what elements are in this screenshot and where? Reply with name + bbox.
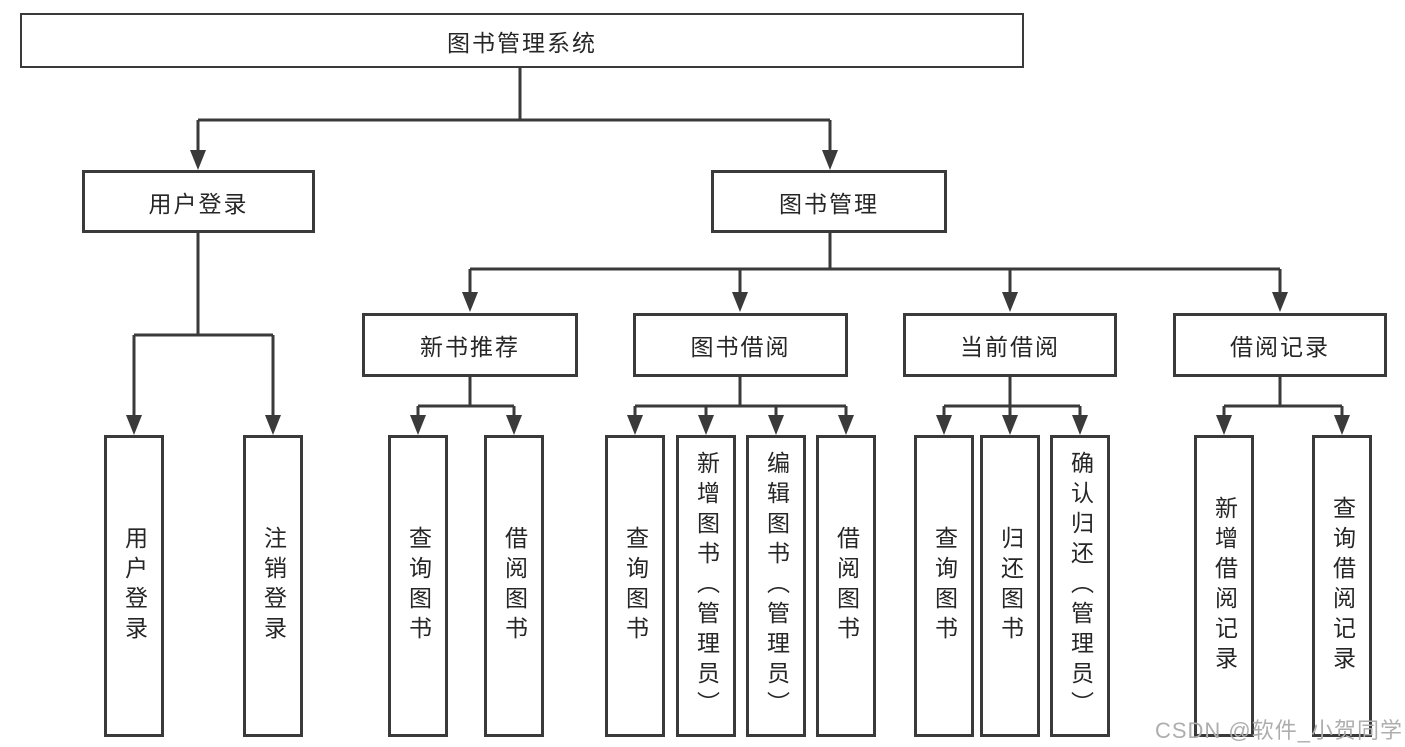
connector-bookborrow-to-leaves	[633, 377, 848, 417]
leaf-logout-label: 注销登录	[260, 526, 287, 646]
leaf-query-borrow-record: 查询借阅记录	[1312, 435, 1372, 737]
node-new-books: 新书推荐	[362, 313, 578, 377]
leaf-return-book-label: 归还图书	[997, 526, 1024, 646]
leaf-edit-book-admin-label: 编辑图书（管理员）	[763, 451, 790, 721]
leaf-newbooks-borrow-books: 借阅图书	[484, 435, 544, 737]
leaf-user-login: 用户登录	[104, 435, 164, 737]
leaf-current-query-books: 查询图书	[914, 435, 974, 737]
node-current-borrow: 当前借阅	[903, 313, 1117, 377]
node-user-login-label: 用户登录	[148, 190, 249, 217]
leaf-newbooks-borrow-books-label: 借阅图书	[501, 526, 528, 646]
node-book-mgmt-label: 图书管理	[779, 190, 879, 217]
node-book-borrow-label: 图书借阅	[690, 334, 791, 360]
leaf-confirm-return-admin: 确认归还（管理员）	[1050, 435, 1110, 737]
node-book-borrow: 图书借阅	[633, 313, 848, 377]
csdn-watermark: CSDN @软件_小贺同学	[1154, 718, 1403, 743]
leaf-edit-book-admin: 编辑图书（管理员）	[746, 435, 806, 737]
leaf-add-book-admin-label: 新增图书（管理员）	[693, 451, 720, 721]
leaf-return-book: 归还图书	[980, 435, 1040, 737]
leaf-borrow-query-books-label: 查询图书	[622, 526, 649, 646]
node-borrow-records-label: 借阅记录	[1230, 334, 1330, 360]
leaf-newbooks-query-books-label: 查询图书	[405, 526, 432, 646]
connector-userlogin-to-leaves	[132, 233, 275, 417]
leaf-borrow-query-books: 查询图书	[605, 435, 665, 737]
node-book-mgmt: 图书管理	[711, 170, 947, 233]
leaf-borrow-borrow-books: 借阅图书	[816, 435, 876, 737]
leaf-current-query-books-label: 查询图书	[931, 526, 958, 646]
node-root-label: 图书管理系统	[447, 29, 597, 56]
leaf-newbooks-query-books: 查询图书	[388, 435, 448, 737]
leaf-confirm-return-admin-label: 确认归还（管理员）	[1067, 451, 1094, 721]
connector-root-to-level2	[196, 68, 832, 152]
node-borrow-records: 借阅记录	[1173, 313, 1387, 377]
leaf-logout: 注销登录	[243, 435, 303, 737]
leaf-add-book-admin: 新增图书（管理员）	[676, 435, 736, 737]
node-current-borrow-label: 当前借阅	[960, 334, 1060, 360]
connector-borrowrecords-to-leaves	[1222, 377, 1344, 417]
node-root: 图书管理系统	[20, 13, 1024, 68]
node-user-login: 用户登录	[82, 170, 315, 233]
leaf-add-borrow-record-label: 新增借阅记录	[1211, 496, 1238, 676]
leaf-borrow-borrow-books-label: 借阅图书	[833, 526, 860, 646]
node-new-books-label: 新书推荐	[420, 334, 520, 360]
leaf-query-borrow-record-label: 查询借阅记录	[1329, 496, 1356, 676]
connector-bookmgmt-to-level3	[468, 233, 1282, 294]
connector-currentborrow-to-leaves	[942, 377, 1082, 417]
connector-newbooks-to-leaves	[416, 377, 516, 417]
leaf-user-login-label: 用户登录	[121, 526, 148, 646]
leaf-add-borrow-record: 新增借阅记录	[1194, 435, 1254, 737]
